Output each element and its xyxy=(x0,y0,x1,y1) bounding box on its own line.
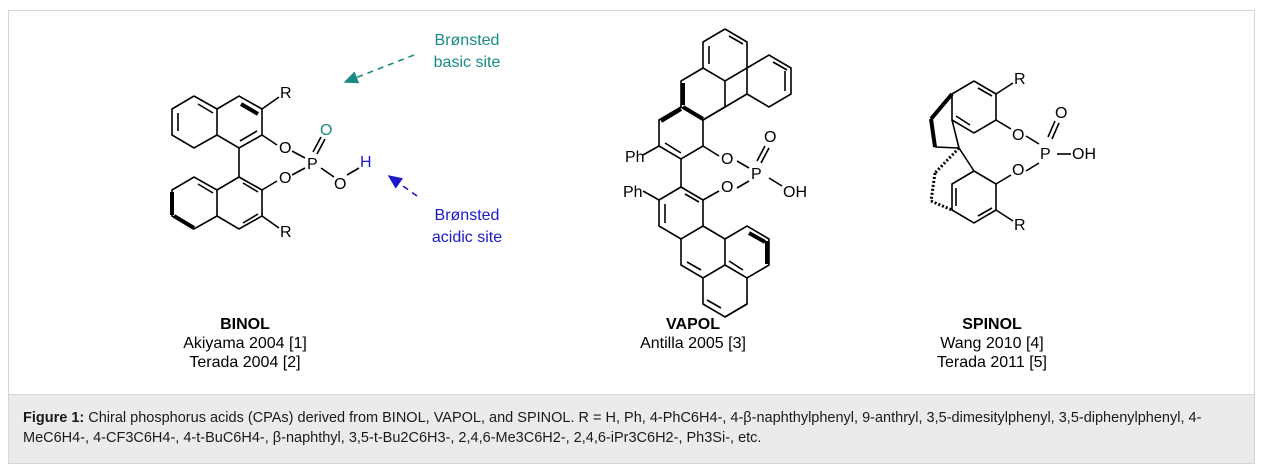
binol-structure xyxy=(170,95,360,230)
vapol-o-lower: O xyxy=(721,179,733,196)
basic-site-label: Brønsted basic site xyxy=(434,32,501,71)
vapol-ph-top: Ph xyxy=(625,149,645,166)
svg-text:basic site: basic site xyxy=(434,54,501,71)
binol-o-h: O xyxy=(334,176,346,193)
basic-site-arrow xyxy=(343,54,415,84)
vapol-o-double: O xyxy=(764,129,776,146)
spinol-p: P xyxy=(1040,146,1051,163)
vapol-atom-labels: Ph Ph O O P O OH xyxy=(623,129,807,201)
binol-atom-labels: R O O P O R xyxy=(279,85,346,241)
svg-text:Brønsted: Brønsted xyxy=(435,32,500,49)
vapol-structure xyxy=(642,28,792,318)
spinol-o-double: O xyxy=(1055,105,1067,122)
spinol-o-lower: O xyxy=(1012,162,1024,179)
vapol-oh: OH xyxy=(783,184,807,201)
spinol-o-upper: O xyxy=(1012,127,1024,144)
vapol-ph-bottom: Ph xyxy=(623,184,643,201)
caption-label: Figure 1: xyxy=(23,410,85,426)
svg-text:Brønsted: Brønsted xyxy=(435,207,500,224)
acidic-site-label: Brønsted acidic site xyxy=(432,207,502,246)
acidic-site-arrow xyxy=(387,175,418,197)
svg-text:acidic site: acidic site xyxy=(432,229,502,246)
spinol-atom-labels: R O O P O OH R xyxy=(1012,71,1096,234)
spinol-r-bottom: R xyxy=(1014,217,1026,234)
binol-o-lower: O xyxy=(279,170,291,187)
figure-panel: R O O P O R O H Brønsted basic site Brøn… xyxy=(8,10,1255,464)
spinol-oh: OH xyxy=(1072,146,1096,163)
spinol-r-top: R xyxy=(1014,71,1026,88)
vapol-label: VAPOL Antilla 2005 [3] xyxy=(640,316,746,352)
binol-o-upper: O xyxy=(279,140,291,157)
vapol-o-upper: O xyxy=(721,151,733,168)
binol-acidic-h: H xyxy=(360,154,372,171)
figure-caption: Figure 1: Chiral phosphorus acids (CPAs)… xyxy=(9,394,1254,463)
spinol-label: SPINOL Wang 2010 [4] Terada 2011 [5] xyxy=(936,316,1047,371)
spinol-structure xyxy=(929,80,1071,224)
caption-text: Chiral phosphorus acids (CPAs) derived f… xyxy=(23,410,1202,446)
vapol-p: P xyxy=(751,166,762,183)
binol-p: P xyxy=(307,156,318,173)
binol-label: BINOL Akiyama 2004 [1] Terada 2004 [2] xyxy=(183,316,307,371)
structures-drawing: R O O P O R O H Brønsted basic site Brøn… xyxy=(170,28,1096,318)
binol-basic-o: O xyxy=(320,122,332,139)
binol-r-top: R xyxy=(280,85,292,102)
binol-r-bottom: R xyxy=(280,224,292,241)
